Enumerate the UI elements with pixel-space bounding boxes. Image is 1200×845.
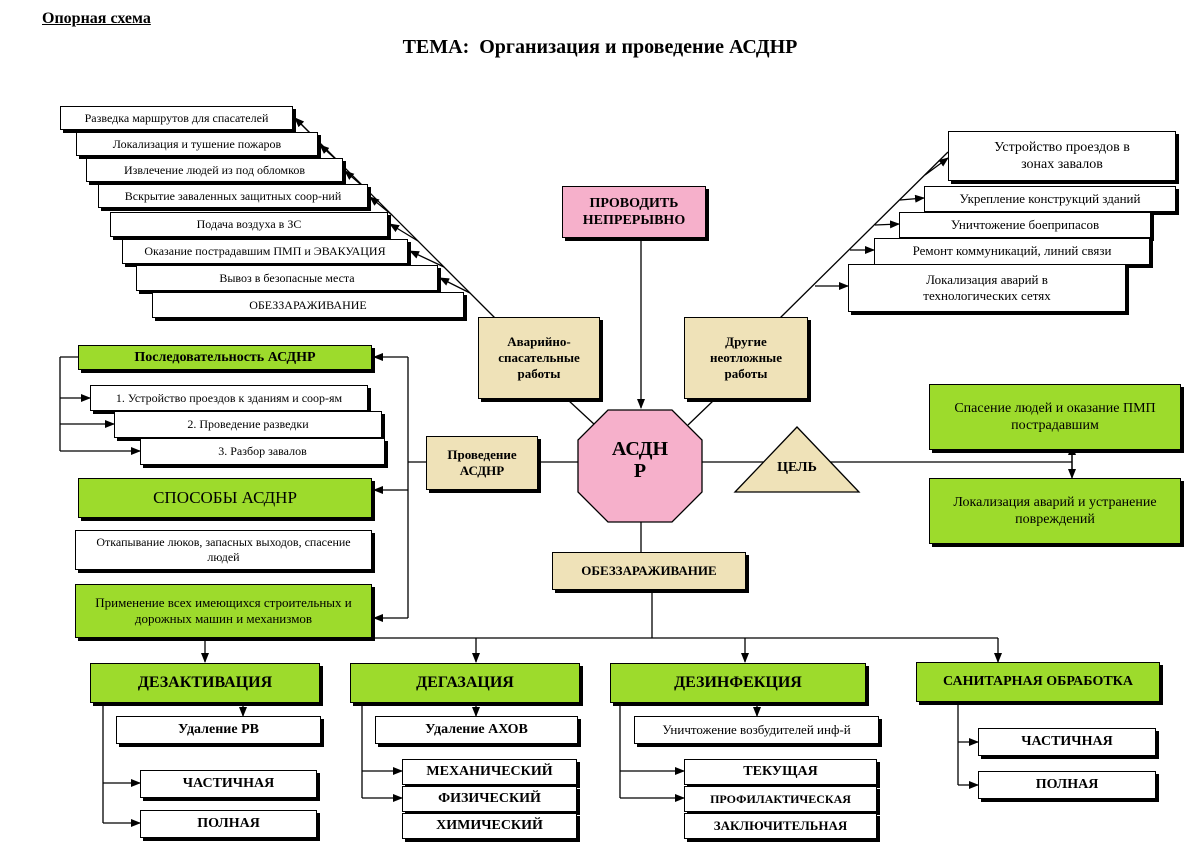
category-deactivation: ДЕЗАКТИВАЦИЯ bbox=[90, 663, 320, 703]
disinfection-item-4: ЗАКЛЮЧИТЕЛЬНАЯ bbox=[684, 813, 877, 839]
goal-triangle-shape bbox=[733, 426, 861, 493]
sequence-step-1: 1. Устройство проездов к зданиям и соор-… bbox=[90, 385, 368, 411]
goal-item-2: Локализация аварий и устранение поврежде… bbox=[929, 478, 1181, 544]
degassing-item-2: МЕХАНИЧЕСКИЙ bbox=[402, 759, 577, 785]
degassing-item-4: ХИМИЧЕСКИЙ bbox=[402, 813, 577, 839]
methods-item-1: Откапывание люков, запасных выходов, спа… bbox=[75, 530, 372, 570]
category-degassing: ДЕГАЗАЦИЯ bbox=[350, 663, 580, 703]
rescue-item-7: Вывоз в безопасные места bbox=[136, 265, 438, 291]
degassing-item-3: ФИЗИЧЕСКИЙ bbox=[402, 786, 577, 812]
sequence-step-3: 3. Разбор завалов bbox=[140, 438, 385, 465]
rescue-item-8: ОБЕЗЗАРАЖИВАНИЕ bbox=[152, 292, 464, 318]
degassing-item-1: Удаление АХОВ bbox=[375, 716, 578, 744]
other-item-1: Устройство проездов в зонах завалов bbox=[948, 131, 1176, 181]
goal-label: ЦЕЛЬ bbox=[777, 460, 817, 475]
continuous-box: ПРОВОДИТЬ НЕПРЕРЫВНО bbox=[562, 186, 706, 238]
other-item-3: Уничтожение боеприпасов bbox=[899, 212, 1151, 238]
sanitary-item-1: ЧАСТИЧНАЯ bbox=[978, 728, 1156, 756]
asdnr-label-line2: Р bbox=[633, 460, 647, 482]
rescue-item-3: Извлечение людей из под обломков bbox=[86, 158, 343, 182]
sequence-step-2: 2. Проведение разведки bbox=[114, 411, 382, 438]
other-works-box: Другие неотложные работы bbox=[684, 317, 808, 399]
other-item-4: Ремонт коммуникаций, линий связи bbox=[874, 238, 1150, 265]
other-item-2: Укрепление конструкций зданий bbox=[924, 186, 1176, 212]
disinfection-item-3: ПРОФИЛАКТИЧЕСКАЯ bbox=[684, 786, 877, 812]
methods-title: СПОСОБЫ АСДНР bbox=[78, 478, 372, 518]
other-item-5: Локализация аварий в технологических сет… bbox=[848, 264, 1126, 312]
rescue-item-2: Локализация и тушение пожаров bbox=[76, 132, 318, 156]
deactivation-item-1: Удаление РВ bbox=[116, 716, 321, 744]
sequence-title: Последовательность АСДНР bbox=[78, 345, 372, 370]
category-disinfection: ДЕЗИНФЕКЦИЯ bbox=[610, 663, 866, 703]
rescue-item-5: Подача воздуха в ЗС bbox=[110, 212, 388, 237]
category-sanitary: САНИТАРНАЯ ОБРАБОТКА bbox=[916, 662, 1160, 702]
asdnr-octagon-shape bbox=[577, 409, 703, 523]
disinfection-item-1: Уничтожение возбудителей инф-й bbox=[634, 716, 879, 744]
asdnr-label-line1: АСДН bbox=[611, 438, 669, 460]
page-title: ТЕМА: Организация и проведение АСДНР bbox=[402, 36, 798, 58]
scheme-label: Опорная схема bbox=[42, 10, 151, 27]
rescue-item-6: Оказание пострадавшим ПМП и ЭВАКУАЦИЯ bbox=[122, 239, 408, 264]
rescue-item-4: Вскрытие заваленных защитных соор-ний bbox=[98, 184, 368, 208]
rescue-item-1: Разведка маршрутов для спасателей bbox=[60, 106, 293, 130]
sanitary-item-2: ПОЛНАЯ bbox=[978, 771, 1156, 799]
goal-item-1: Спасение людей и оказание ПМП пострадавш… bbox=[929, 384, 1181, 450]
deactivation-item-2: ЧАСТИЧНАЯ bbox=[140, 770, 317, 798]
disinfection-item-2: ТЕКУЩАЯ bbox=[684, 759, 877, 785]
decontamination-box: ОБЕЗЗАРАЖИВАНИЕ bbox=[552, 552, 746, 590]
methods-item-2: Применение всех имеющихся строительных и… bbox=[75, 584, 372, 638]
deactivation-item-3: ПОЛНАЯ bbox=[140, 810, 317, 838]
asdnr-octagon-label: АСДН Р bbox=[578, 438, 702, 482]
rescue-works-box: Аварийно-спасательные работы bbox=[478, 317, 600, 399]
conduct-asdnr-box: Проведение АСДНР bbox=[426, 436, 538, 490]
